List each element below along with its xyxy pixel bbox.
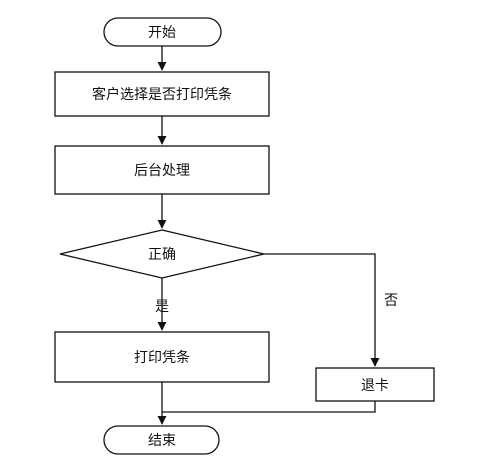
print-receipt-node: 打印凭条 [54,331,270,383]
eject-card-label: 退卡 [361,378,389,394]
yes-label: 是 [155,299,169,315]
no-label: 否 [384,293,398,309]
edge-eject-end [162,401,376,413]
select-receipt-node: 客户选择是否打印凭条 [54,71,270,117]
select-receipt-label: 客户选择是否打印凭条 [92,86,232,103]
end-label: 结束 [148,433,176,449]
eject-card-node: 退卡 [315,367,435,402]
start-label: 开始 [148,25,176,41]
edge-no [264,253,380,367]
decision-node: 正确 [59,229,265,279]
backend-process-label: 后台处理 [134,163,190,179]
print-receipt-label: 打印凭条 [134,349,190,366]
start-node: 开始 [103,17,222,47]
end-node: 结束 [103,425,220,455]
decision-label: 正确 [148,247,176,263]
backend-process-node: 后台处理 [54,145,270,195]
